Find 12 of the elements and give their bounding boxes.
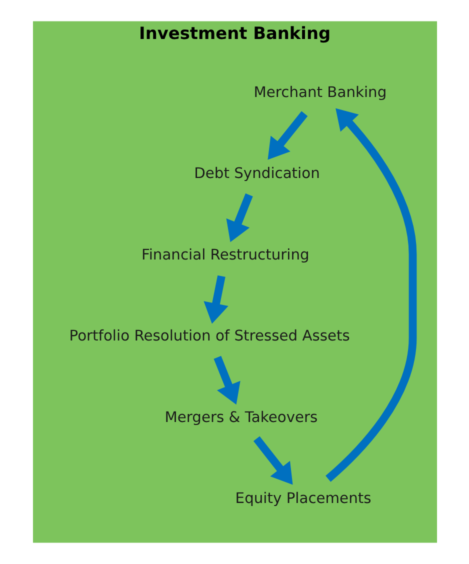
node-text: Mergers & Takeovers: [164, 408, 318, 426]
node-text: Merchant Banking: [253, 84, 386, 101]
arrow: [325, 108, 416, 482]
arrow: [252, 436, 292, 485]
node-text: Equity Placements: [234, 490, 371, 508]
arrow: [267, 111, 308, 160]
arrow: [203, 275, 228, 324]
node-text: Financial Restructuring: [140, 246, 309, 264]
arrow: [226, 193, 252, 242]
node-text: Debt Syndication: [194, 165, 320, 182]
arrow: [213, 356, 240, 405]
node-text: Portfolio Resolution of Stressed Assets: [68, 328, 350, 345]
